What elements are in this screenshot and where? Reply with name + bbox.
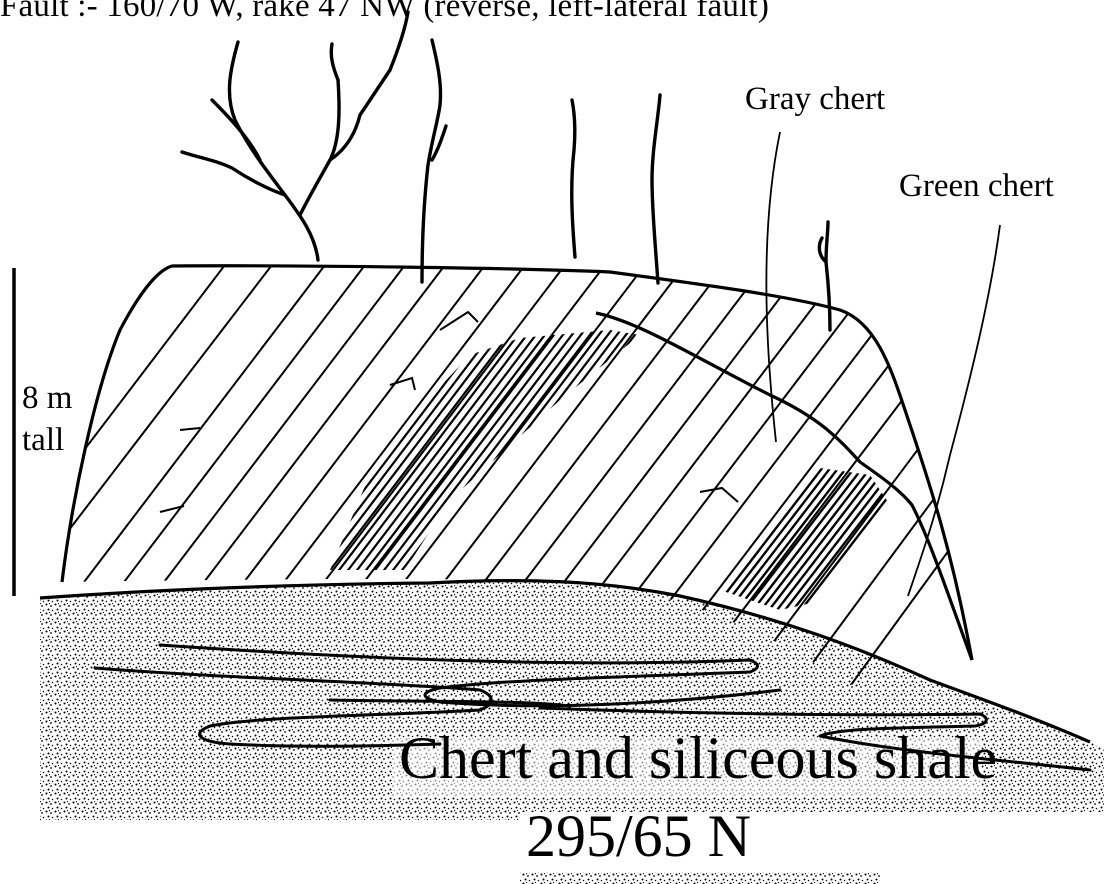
scale-unit-label: tall [22, 424, 64, 457]
green-chert-label: Green chert [899, 170, 1054, 203]
green-chert-band [690, 380, 978, 640]
gray-chert-label: Gray chert [745, 83, 885, 116]
scale-value-label: 8 m [22, 382, 72, 415]
gray-chert-band [250, 140, 801, 640]
rock-unit-label: Chert and siliceous shale [399, 728, 997, 788]
fault-attitude-label: Fault :- 160/70 W, rake 47 NW (reverse, … [0, 0, 769, 23]
green-chert-leader [908, 225, 1000, 596]
trees [182, 12, 830, 330]
bedding-attitude-label: 295/65 N [526, 806, 751, 866]
